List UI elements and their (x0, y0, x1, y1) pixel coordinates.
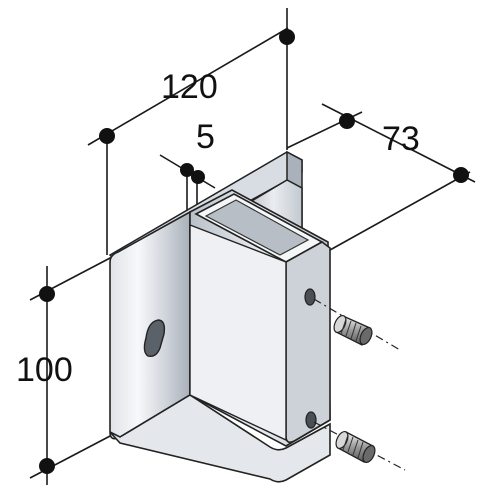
dim-dot (39, 458, 55, 474)
centerline-bottom (313, 421, 406, 471)
set-screw-bottom (335, 430, 376, 464)
dim-dot (453, 167, 469, 183)
dim-dot (99, 128, 115, 144)
dim-dot (339, 113, 355, 129)
label-depth-73: 73 (382, 120, 420, 158)
label-width-120: 120 (161, 68, 218, 106)
set-screw-top (333, 314, 373, 346)
dim-line-120 (87, 27, 289, 146)
dimension-dots (39, 29, 469, 474)
dim-dot (39, 286, 55, 302)
bracket-body (108, 150, 331, 483)
label-wall-thickness-5: 5 (196, 118, 215, 156)
dim-dot (191, 170, 205, 184)
dim-dot (180, 163, 194, 177)
label-height-100: 100 (16, 351, 73, 389)
ext-line-73-right (329, 171, 471, 251)
dim-dot (279, 29, 295, 45)
